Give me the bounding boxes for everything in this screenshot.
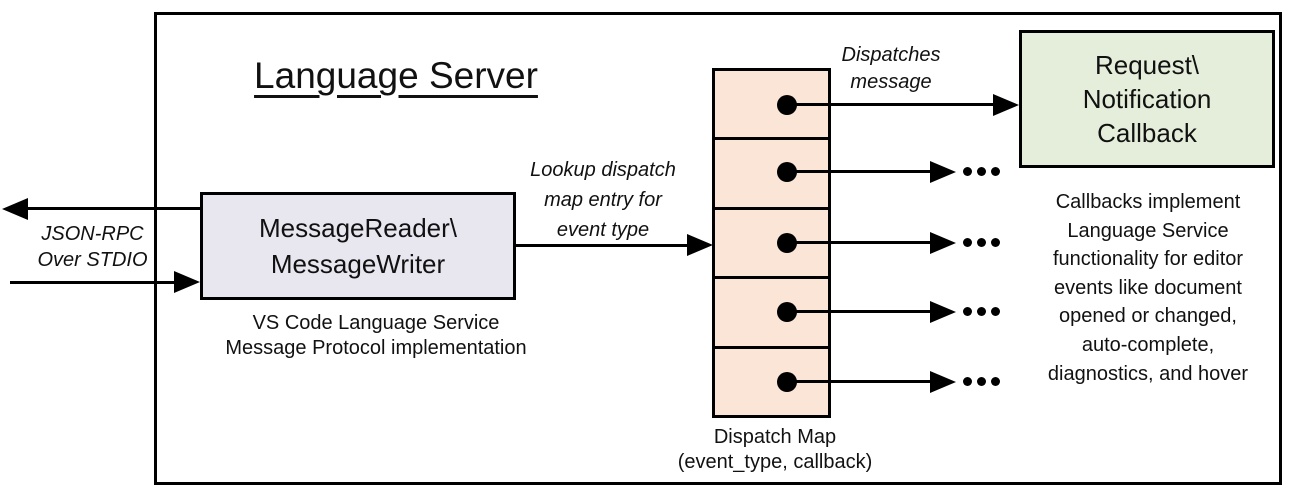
dispatch-arrow-line <box>795 241 932 244</box>
ellipsis-icon <box>963 238 1000 247</box>
dispatch-arrowhead-icon <box>930 371 956 393</box>
lookup-label-line3: event type <box>556 219 650 241</box>
callback-box-line1: Request\ <box>1094 50 1200 80</box>
lookup-label-line1: Lookup dispatch <box>530 159 676 181</box>
dispatches-label: Dispatches message <box>828 42 954 96</box>
stdin-arrowhead-icon <box>174 271 200 293</box>
pointer-dot-icon <box>777 302 797 322</box>
io-channel-label-line2: Over STDIO <box>37 249 148 271</box>
callback-description-line7: diagnostics, and hover <box>1047 362 1249 385</box>
ellipsis-icon <box>963 167 1000 176</box>
io-channel-label: JSON-RPC Over STDIO <box>30 221 155 273</box>
dispatch-arrowhead-icon <box>930 161 956 183</box>
callback-description-line5: opened or changed, <box>1059 305 1237 328</box>
message-reader-writer-box: MessageReader\ MessageWriter <box>200 192 516 300</box>
dispatch-arrow-line <box>795 170 932 173</box>
dispatch-arrow-line <box>795 310 932 313</box>
dispatch-arrowhead-icon <box>993 94 1019 116</box>
callback-box-line2: Notification <box>1082 84 1212 114</box>
diagram-title: Language Server <box>254 55 538 96</box>
message-box-caption: VS Code Language Service Message Protoco… <box>208 311 544 361</box>
dispatch-arrowhead-icon <box>930 301 956 323</box>
callback-description: Callbacks implement Language Service fun… <box>1022 188 1274 388</box>
ellipsis-icon <box>963 307 1000 316</box>
callback-description-line2: Language Service <box>1067 219 1229 242</box>
dispatch-map-cell <box>715 140 828 210</box>
dispatch-arrow-line <box>795 380 932 383</box>
stdout-arrow-line <box>24 207 202 210</box>
lookup-label-line2: map entry for <box>544 189 662 211</box>
pointer-dot-icon <box>777 162 797 182</box>
pointer-dot-icon <box>777 95 797 115</box>
dispatches-label-line2: message <box>850 71 932 93</box>
dispatch-map-caption-line1: Dispatch Map <box>713 426 837 448</box>
callback-box: Request\ Notification Callback <box>1019 30 1275 168</box>
lookup-label: Lookup dispatch map entry for event type <box>513 155 693 245</box>
dispatch-map-cell <box>715 210 828 280</box>
dispatches-label-line1: Dispatches <box>841 44 941 66</box>
dispatch-map-caption: Dispatch Map (event_type, callback) <box>655 425 895 475</box>
callback-description-line1: Callbacks implement <box>1055 191 1241 213</box>
dispatch-arrow-line <box>795 103 995 106</box>
callback-box-line3: Callback <box>1097 118 1197 148</box>
lookup-arrowhead-icon <box>687 234 713 256</box>
lookup-arrow-line <box>516 244 689 247</box>
message-box-line2: MessageWriter <box>270 249 446 279</box>
dispatch-arrowhead-icon <box>930 232 956 254</box>
io-channel-label-line1: JSON-RPC <box>41 223 144 245</box>
stdin-arrow-line <box>10 281 176 284</box>
stdout-arrowhead-icon <box>2 198 28 220</box>
dispatch-map-cell <box>715 279 828 349</box>
message-box-caption-line1: VS Code Language Service <box>252 312 500 334</box>
message-box-caption-line2: Message Protocol implementation <box>225 337 527 359</box>
dispatch-map-cell <box>715 71 828 141</box>
callback-box-text: Request\ Notification Callback <box>1022 33 1272 165</box>
message-reader-writer-text: MessageReader\ MessageWriter <box>203 195 513 297</box>
callback-description-line3: functionality for editor <box>1052 248 1244 271</box>
message-box-line1: MessageReader\ <box>259 213 457 243</box>
callback-description-line6: auto-complete, <box>1081 333 1215 356</box>
pointer-dot-icon <box>777 233 797 253</box>
dispatch-map-caption-line2: (event_type, callback) <box>677 451 873 473</box>
pointer-dot-icon <box>777 372 797 392</box>
callback-description-line4: events like document <box>1054 276 1242 299</box>
ellipsis-icon <box>963 377 1000 386</box>
